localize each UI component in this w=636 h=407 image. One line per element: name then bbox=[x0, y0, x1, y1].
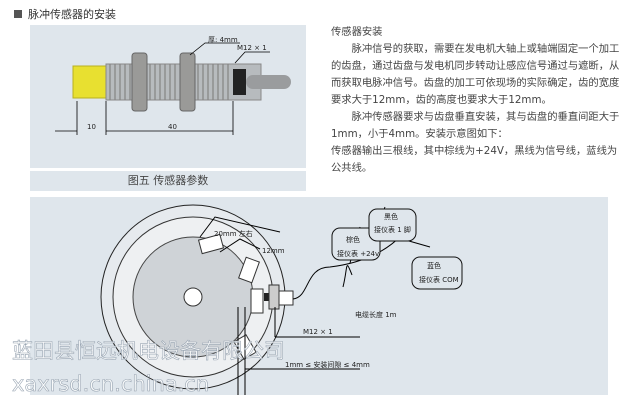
nut-2 bbox=[179, 52, 196, 112]
watermark-url: xaxrsd.cn.china.cn bbox=[12, 372, 210, 397]
section-heading: 脉冲传感器的安装 bbox=[14, 6, 116, 22]
sensor-drawing bbox=[55, 42, 291, 135]
dim-12mm-label: 12mm bbox=[262, 247, 285, 255]
sensor-yellow-tip bbox=[72, 65, 107, 99]
sensor-dimension-figure: 厚: 4mm M12 × 1 10 40 bbox=[30, 25, 306, 168]
heading-text: 脉冲传感器的安装 bbox=[28, 8, 116, 21]
thread-label: M12 × 1 bbox=[303, 328, 333, 336]
figure-caption: 图五 传感器参数 bbox=[30, 171, 306, 191]
sensor-cable bbox=[246, 75, 291, 89]
gap-label: 1mm ≤ 安装间隙 ≤ 4mm bbox=[285, 361, 370, 369]
gear-disc-drawing bbox=[100, 204, 463, 395]
brown-wire-connection: 接仪表 +24v bbox=[337, 250, 380, 258]
paragraph-2: 脉冲传感器要求与齿盘垂直安装，其与齿盘的垂直间距大于 1mm，小于4mm。安装示… bbox=[331, 111, 620, 140]
dim-20mm-label: 20mm 左右 bbox=[214, 230, 253, 238]
dim-10-label: 10 bbox=[87, 123, 96, 131]
watermark-company: 蓝田县恒远机电设备有限公司 bbox=[12, 339, 286, 364]
bullet-square-icon bbox=[14, 10, 22, 18]
brown-wire-label: 棕色 bbox=[346, 236, 360, 244]
black-wire-label: 黑色 bbox=[384, 213, 398, 221]
paragraph-3: 传感器输出三根线，其中棕线为+24V，黑线为信号线，蓝线为公共线。 bbox=[331, 145, 618, 174]
thread-label: M12 × 1 bbox=[237, 44, 267, 52]
installation-text: 传感器安装 脉冲信号的获取，需要在发电机大轴上或轴端固定一个加工的齿盘，通过齿盘… bbox=[331, 24, 621, 177]
nut-1 bbox=[131, 52, 148, 112]
cable-length-label: 电缆长度 1m bbox=[355, 311, 397, 319]
thickness-label: 厚: 4mm bbox=[208, 36, 238, 44]
dim-40-label: 40 bbox=[168, 123, 177, 131]
installation-diagram: 20mm 左右 12mm 棕色 接仪表 +24v 黑色 接仪表 1 脚 蓝色 接… bbox=[30, 197, 608, 395]
text-title: 传感器安装 bbox=[331, 26, 383, 38]
black-wire-connection: 接仪表 1 脚 bbox=[374, 226, 411, 234]
blue-wire-label: 蓝色 bbox=[427, 262, 441, 270]
blue-wire-connection: 接仪表 COM bbox=[419, 276, 459, 284]
sensor-end-cap bbox=[233, 69, 246, 95]
paragraph-1: 脉冲信号的获取，需要在发电机大轴上或轴端固定一个加工的齿盘，通过齿盘与发电机同步… bbox=[331, 43, 620, 106]
